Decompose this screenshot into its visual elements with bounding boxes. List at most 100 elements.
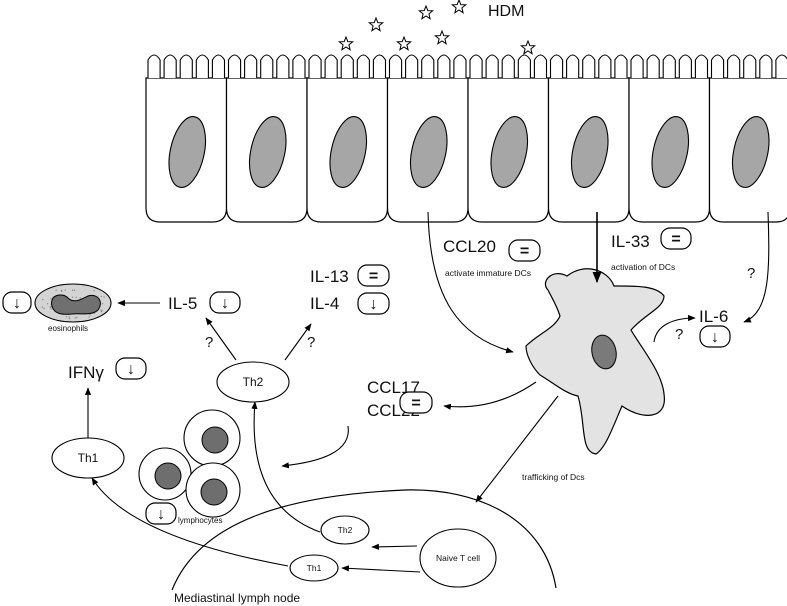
granule [93,290,95,292]
arrow-naive-to-th1 [341,565,421,573]
lymphocytes-label: lymphocytes [178,516,222,525]
hdm-star-icon [433,29,451,45]
svg-text:=: = [411,395,420,412]
dc-nucleus [591,334,617,370]
th1-label: Th1 [78,451,99,465]
granule [68,316,70,318]
microvilli [709,54,787,79]
granule [73,289,76,291]
lymph-node-label: Mediastinal lymph node [174,591,300,605]
arrows [84,211,770,573]
ccl17-ccl22-badge: = [399,391,433,414]
arrow-lnth2-to-th2 [251,401,321,533]
svg-text:=: = [520,243,529,260]
microvilli [226,54,307,79]
arrow-dc-to-il6 [653,314,696,343]
il33-note: activation of DCs [611,262,675,272]
granule [103,296,105,298]
lymph-node-th1-label: Th1 [307,563,322,573]
question-mark: ? [675,326,683,343]
il33-badge: = [660,227,692,250]
airway-epithelium [145,54,787,223]
il33-label: IL-33 [611,232,650,251]
epithelial-nucleus [248,116,287,188]
hdm-label: HDM [488,3,524,20]
il13-badge: = [357,264,390,287]
hdm-star-icon [450,0,468,14]
epithelial-nucleus [329,116,368,188]
granule [68,317,71,320]
microvilli [468,54,549,79]
svg-text:=: = [369,268,378,285]
granule [74,317,77,319]
lymphocyte-nucleus [200,478,228,506]
granule [64,289,67,291]
hdm-star-icon [395,35,413,51]
granule [50,306,52,308]
arrow-ccl-to-lymphocytes [281,425,349,469]
svg-text:↓: ↓ [221,295,229,312]
svg-text:↓: ↓ [127,361,135,378]
eosinophils-badge: ↓ [2,291,32,314]
epithelial-nucleus [409,116,448,188]
hdm-star-icon [519,39,537,55]
trafficking-label: trafficking of Dcs [522,472,585,482]
arrow-epithelium-to-il6 [743,211,770,323]
granule [50,308,52,310]
granule [79,297,81,299]
granule [65,316,68,318]
il5-badge: ↓ [209,291,241,314]
il5-label: IL-5 [168,294,197,313]
granule [50,298,52,300]
arrow-th2-to-il13 [284,323,312,361]
lymph-node-outline [171,489,557,591]
granule [71,296,74,298]
granule [60,289,63,292]
granule [43,307,45,310]
lymph-node-th1-cell [289,554,339,582]
th1-cell [51,437,125,479]
naive-t-cell [419,528,497,588]
svg-text:↓: ↓ [13,295,21,312]
granule [75,296,77,298]
question-mark: ? [307,334,315,351]
eosinophil-cell [34,283,112,323]
ccl20-label: CCL20 [443,237,496,256]
granule [100,310,103,313]
lymphocytes-cluster [138,409,241,518]
eosinophils-label: eosinophils [48,324,88,333]
il6-label: IL-6 [699,307,728,326]
epithelial-nucleus [490,116,529,188]
granule [101,309,103,312]
svg-text:↓: ↓ [370,296,378,313]
microvilli [307,54,388,79]
naive-t-cell-label: Naive T cell [436,553,480,563]
th2-label: Th2 [243,375,264,389]
lymph-node-th2-cell [320,515,370,545]
granule [88,316,90,318]
arrow-dc-trafficking [475,395,559,503]
granule [76,316,78,319]
lymphocytes-badge: ↓ [145,502,177,525]
eosinophil-nucleus [51,294,101,315]
granule [101,303,104,305]
epithelial-nucleus [651,116,690,188]
granule [55,289,57,292]
microvilli [146,54,227,79]
hdm-star-icon [337,35,355,51]
lymph-node-th2-label: Th2 [338,525,353,535]
microvilli [629,54,710,79]
il6-badge: ↓ [699,325,731,348]
arrow-ccl20-to-dc [427,211,514,354]
il13-label: IL-13 [310,267,349,286]
granule [46,303,49,305]
th2-cell [216,361,290,403]
lymphocyte-nucleus [154,462,182,490]
hdm-star-icon [367,16,385,32]
epithelial-nucleus [731,116,770,188]
granule [41,306,44,308]
lymphocyte-nucleus [201,426,229,454]
ifng-badge: ↓ [115,357,147,380]
ccl20-badge: = [508,239,541,262]
